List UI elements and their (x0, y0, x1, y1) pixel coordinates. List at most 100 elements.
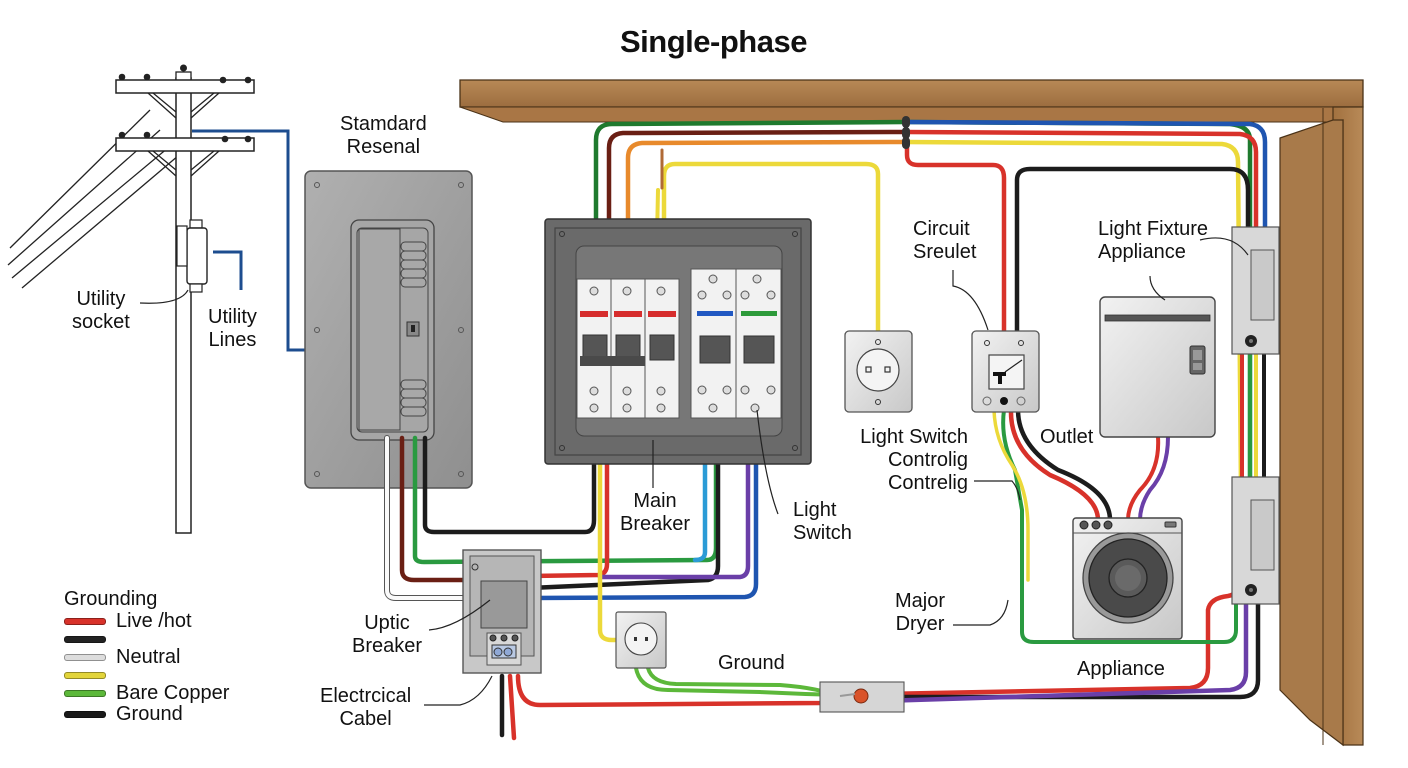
legend-item: Ground (64, 704, 229, 724)
wire-black-dryer (1015, 407, 1113, 523)
label-line: Utility (76, 288, 126, 310)
ground-junction (819, 681, 905, 713)
wire-green-loop (1001, 408, 1238, 644)
legend-swatch (64, 617, 106, 625)
wire-black-loop (1014, 166, 1251, 338)
wall-outlet (844, 330, 913, 413)
power-lines (7, 109, 186, 289)
breaker-box (544, 218, 812, 465)
legend-title: Grounding (64, 588, 158, 610)
wire-white-main-inner (385, 436, 472, 600)
legend-label: Bare Copper (116, 682, 230, 704)
wire-purple-right (877, 601, 1249, 704)
wire-red-cable (507, 673, 517, 741)
label-line: Main (633, 490, 677, 512)
wire-red-branch (904, 139, 1007, 338)
legend-label: Ground (116, 703, 183, 725)
wire-red-bottom (515, 673, 905, 708)
wire-blue-top (902, 119, 1268, 253)
label-line: Sreulet (913, 241, 977, 263)
wire-yellow-top (902, 139, 1245, 598)
legend-swatch (64, 671, 106, 679)
label-standard-panel: Stamdard Resenal (340, 113, 427, 159)
label-line: Electrcical (320, 685, 412, 707)
label-line: Lines (208, 329, 257, 351)
wire-black-main (422, 407, 597, 535)
label-uptic-breaker: Uptic Breaker (352, 612, 422, 658)
junction-box-lower (1231, 476, 1280, 605)
label-line: Light Fixture (1098, 218, 1209, 240)
label-line: Appliance (1098, 241, 1186, 263)
label-outlet: Outlet (1040, 426, 1094, 448)
label-line: Controlig (887, 449, 968, 471)
label-line: Breaker (620, 513, 691, 535)
wire-yellow-outlet (661, 161, 881, 338)
legend-item: Live /hot (64, 611, 229, 631)
legend-swatch (64, 635, 106, 643)
label-line: Stamdard (340, 113, 427, 135)
utility-socket-leader (139, 289, 189, 304)
label-line: Breaker (352, 635, 423, 657)
label-light-switch: Light Switch (793, 499, 852, 545)
wire-yellow-drop (992, 408, 1030, 582)
cable-ties (902, 116, 910, 149)
legend-item: Bare Copper (64, 683, 229, 703)
label-ground: Ground (718, 652, 785, 674)
label-line: Light Switch (860, 426, 968, 448)
utility-pole (7, 64, 255, 534)
wire-blue-sub (527, 407, 759, 601)
legend-swatch (64, 653, 106, 661)
wire-red-top (902, 129, 1259, 253)
wire-red-appl (1126, 435, 1161, 522)
label-utility-lines: Utility Lines (208, 306, 257, 352)
uptic-breaker-box (462, 549, 542, 674)
legend-item (64, 632, 229, 646)
wire-brown-top (606, 129, 908, 288)
junction-box-upper (1231, 226, 1280, 355)
wire-green-ground-a (634, 666, 842, 697)
diagram-title: Single-phase (620, 24, 807, 59)
main-breaker-modules (576, 268, 782, 419)
label-appliance: Appliance (1077, 658, 1165, 680)
wire-lightblue (692, 407, 708, 563)
legend-label: Live /hot (116, 610, 192, 632)
label-line: Major (895, 590, 946, 612)
label-utility-socket: Utility socket (72, 288, 130, 334)
legend-item (64, 668, 229, 682)
wood-beam (459, 79, 1364, 747)
label-light-switch-control: Light Switch Controlig Contrelig (852, 426, 968, 495)
legend-item: Neutral (64, 647, 229, 667)
dryer (1072, 517, 1183, 640)
label-line: Cabel (339, 708, 392, 730)
legend-label: Neutral (116, 646, 181, 668)
wire-green-main (412, 407, 719, 565)
lower-outlet (615, 611, 667, 669)
label-main-breaker: Main Breaker (620, 490, 690, 536)
label-line: Light (793, 499, 837, 521)
label-electrical-cable: Electrcical Cabel (320, 685, 411, 731)
legend-swatch (64, 689, 106, 697)
label-major-dryer: Major Dryer (895, 590, 945, 636)
label-line: Utility (208, 306, 257, 328)
label-line: socket (72, 311, 130, 333)
wire-purple-appl (1138, 435, 1170, 522)
label-light-fixture-appliance: Light Fixture Appliance (1098, 218, 1208, 264)
label-line: Uptic (364, 612, 410, 634)
label-line: Dryer (895, 613, 945, 635)
wire-yellow-down (597, 407, 623, 643)
wire-red-dryer (1008, 407, 1101, 523)
wire-brown-main (399, 435, 473, 583)
standard-panel (304, 170, 473, 489)
label-circuit-sreulet: Circuit Sreulet (913, 218, 976, 264)
wire-orange-top (625, 139, 908, 288)
leader-lines (424, 237, 1249, 706)
label-line: Contrelig (887, 472, 968, 494)
label-line: Switch (793, 522, 852, 544)
label-line: Resenal (346, 136, 421, 158)
wire-black-right (877, 557, 1261, 700)
light-fixture-box (1099, 296, 1216, 438)
wire-purple-sub (597, 407, 751, 580)
